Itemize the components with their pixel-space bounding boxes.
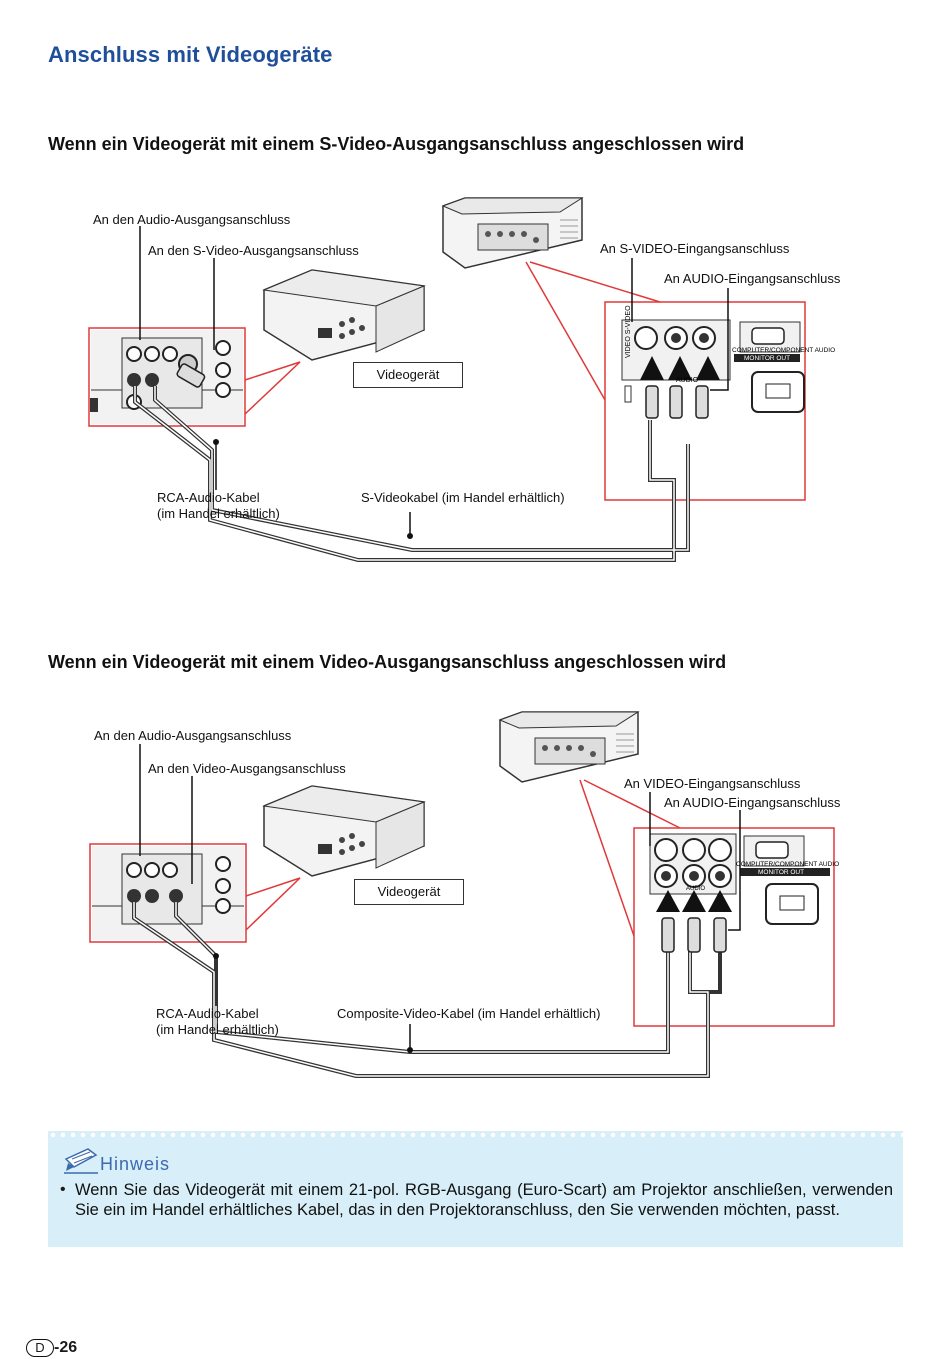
label-video-output: An den Video-Ausgangsanschluss: [148, 761, 346, 776]
corner-decoration: [0, 0, 140, 120]
pencil-note-icon: [62, 1145, 100, 1180]
note-box: Hinweis • Wenn Sie das Videogerät mit ei…: [48, 1131, 903, 1247]
panel-monitor-text: MONITOR OUT: [744, 355, 790, 362]
connection-illustration-1: VIDEO S-VIDEO COMPUTER/COMPONENT AUDIO M…: [88, 197, 835, 562]
video-connection-diagram: COMPUTER/COMPONENT AUDIO MONITOR OUT AUD…: [0, 706, 950, 1106]
label-audio-output: An den Audio-Ausgangsanschluss: [94, 728, 292, 743]
label-video-output: An den S-Video-Ausgangsanschluss: [148, 243, 359, 258]
leader-lines: [139, 744, 741, 1052]
leader-lines: [139, 226, 729, 538]
video-device-illustration: [262, 269, 426, 361]
cable-plugs: [661, 917, 727, 953]
panel-computer-text: COMPUTER/COMPONENT AUDIO: [736, 861, 839, 868]
label-rca-cable-note: (im Handel erhältlich): [156, 1022, 279, 1037]
s-video-connection-diagram: VIDEO S-VIDEO COMPUTER/COMPONENT AUDIO M…: [0, 190, 950, 590]
label-audio-input: An AUDIO-Eingangsanschluss: [664, 271, 841, 286]
label-audio-input: An AUDIO-Eingangsanschluss: [664, 795, 841, 810]
label-video-input: An S-VIDEO-Eingangsanschluss: [600, 241, 790, 256]
page-title: Anschluss mit Videogeräte: [48, 42, 333, 67]
note-text: Wenn Sie das Videogerät mit einem 21-pol…: [75, 1181, 893, 1219]
section-heading-video: Wenn ein Videogerät mit einem Video-Ausg…: [48, 652, 727, 672]
label-video-cable: Composite-Video-Kabel (im Handel erhältl…: [337, 1006, 601, 1021]
page-letter-badge: D: [26, 1339, 54, 1357]
label-video-input: An VIDEO-Eingangsanschluss: [624, 776, 801, 791]
label-rca-cable: RCA-Audio-Kabel: [157, 490, 260, 505]
cable-plugs: [176, 363, 709, 419]
panel-audio-text: AUDIO: [686, 886, 705, 892]
label-video-device: Videogerät: [353, 362, 463, 388]
label-video-cable: S-Videokabel (im Handel erhältlich): [361, 490, 565, 505]
label-video-device: Videogerät: [354, 879, 464, 905]
panel-audio-text: AUDIO: [676, 377, 699, 384]
label-rca-cable-note: (im Handel erhältlich): [157, 506, 280, 521]
page-number-value: -26: [54, 1339, 78, 1357]
device-rear-panel: [90, 330, 243, 424]
panel-monitor-text: MONITOR OUT: [758, 869, 804, 876]
projector-illustration: [441, 197, 584, 269]
projector-illustration: [498, 711, 640, 783]
page-number: D-26: [26, 1339, 77, 1357]
device-rear-panel: [92, 846, 244, 940]
note-title: Hinweis: [100, 1154, 171, 1174]
connection-illustration-2: COMPUTER/COMPONENT AUDIO MONITOR OUT AUD…: [89, 711, 839, 1078]
video-device-illustration: [262, 785, 426, 877]
panel-vertical-text: VIDEO S-VIDEO: [625, 305, 632, 358]
section-heading-s-video: Wenn ein Videogerät mit einem S-Video-Au…: [48, 134, 745, 154]
panel-computer-text: COMPUTER/COMPONENT AUDIO: [732, 347, 835, 354]
bullet-icon: •: [60, 1181, 66, 1198]
note-dotted-border: [48, 1131, 903, 1139]
label-audio-output: An den Audio-Ausgangsanschluss: [93, 212, 291, 227]
label-rca-cable: RCA-Audio-Kabel: [156, 1006, 259, 1021]
